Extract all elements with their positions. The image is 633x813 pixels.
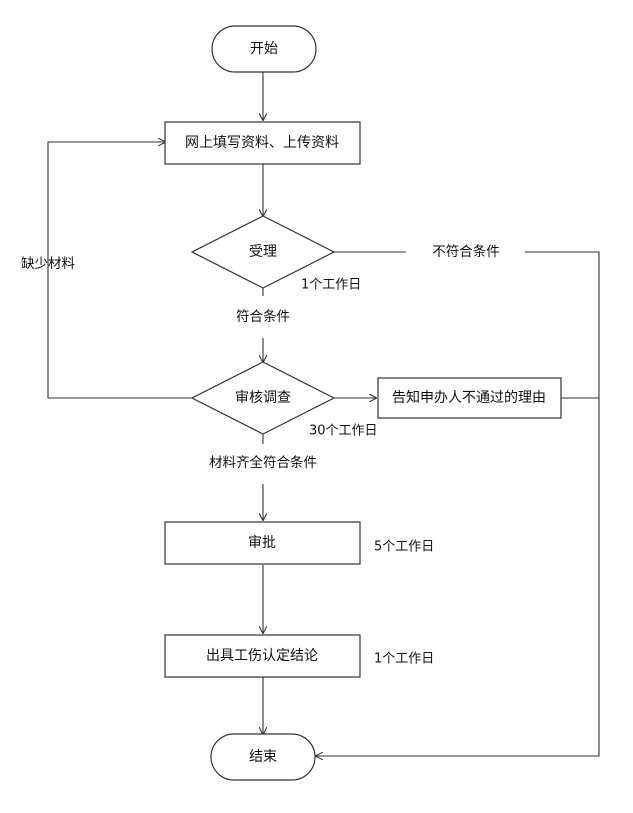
edge-missing-materials-loop	[47, 142, 192, 399]
review-duration-note: 30个工作日	[309, 424, 378, 439]
approve-node: 审批	[164, 521, 361, 565]
start-node: 开始	[211, 25, 317, 73]
approve-label: 审批	[248, 535, 276, 551]
missing-materials-label: 缺少材料	[21, 256, 75, 272]
fill-upload-label: 网上填写资料、上传资料	[185, 135, 339, 151]
accept-decision-label: 受理	[249, 244, 277, 260]
issue-conclusion-node: 出具工伤认定结论	[164, 634, 361, 678]
issue-conclusion-label: 出具工伤认定结论	[206, 648, 318, 664]
connectors	[47, 72, 600, 756]
end-node: 结束	[210, 733, 316, 781]
review-decision-label: 审核调查	[235, 390, 291, 406]
notify-reject-label: 告知申办人不通过的理由	[392, 389, 546, 406]
fill-upload-node: 网上填写资料、上传资料	[164, 121, 361, 165]
start-node-label: 开始	[250, 41, 278, 57]
approve-duration-note: 5个工作日	[374, 540, 434, 555]
issue-duration-note: 1个工作日	[374, 652, 434, 667]
review-decision: 审核调查	[190, 361, 336, 435]
edge-not-eligible-to-end	[316, 251, 600, 756]
accept-decision: 受理	[190, 215, 336, 289]
notify-reject-node: 告知申办人不通过的理由	[377, 377, 562, 419]
not-eligible-label: 不符合条件	[432, 243, 500, 260]
accept-duration-note: 1个工作日	[301, 278, 361, 293]
end-node-label: 结束	[249, 749, 277, 765]
materials-complete-label: 材料齐全符合条件	[209, 454, 317, 471]
eligible-label: 符合条件	[236, 308, 290, 325]
